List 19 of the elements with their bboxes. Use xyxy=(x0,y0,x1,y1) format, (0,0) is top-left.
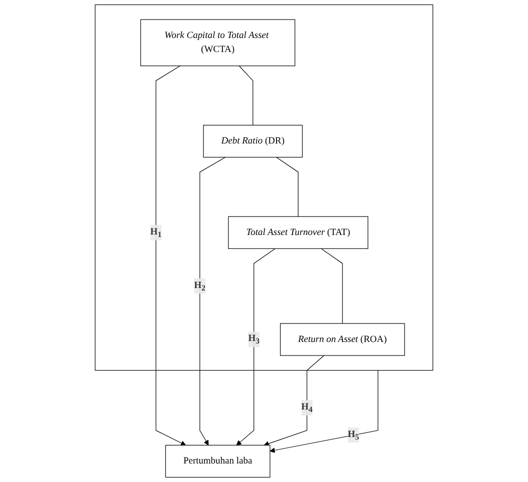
connector xyxy=(276,156,298,217)
edge-label: H$_{5}$ xyxy=(348,429,360,442)
cluster xyxy=(94,4,434,371)
arrow xyxy=(156,66,186,446)
node-box: Work Capital to Total Asset (WCTA) xyxy=(140,19,296,66)
node-box: Return on Asset (ROA) xyxy=(280,323,405,356)
edge-label: H$_{4}$ xyxy=(301,402,313,414)
connector xyxy=(238,66,254,126)
arrow xyxy=(236,248,276,446)
node-box: Pertumbuhan laba xyxy=(165,444,270,478)
edge-label: H$_{2}$ xyxy=(194,280,206,292)
connector xyxy=(320,248,343,324)
edge-label: H$_{1}$ xyxy=(150,226,162,239)
arrow xyxy=(200,156,226,446)
arrow xyxy=(270,370,378,453)
edge-label: H$_{3}$ xyxy=(248,334,260,346)
arrow xyxy=(264,355,324,446)
node-box: Total Asset Turnover (TAT) xyxy=(228,216,368,249)
node-box: Debt Ratio (DR) xyxy=(203,124,303,158)
